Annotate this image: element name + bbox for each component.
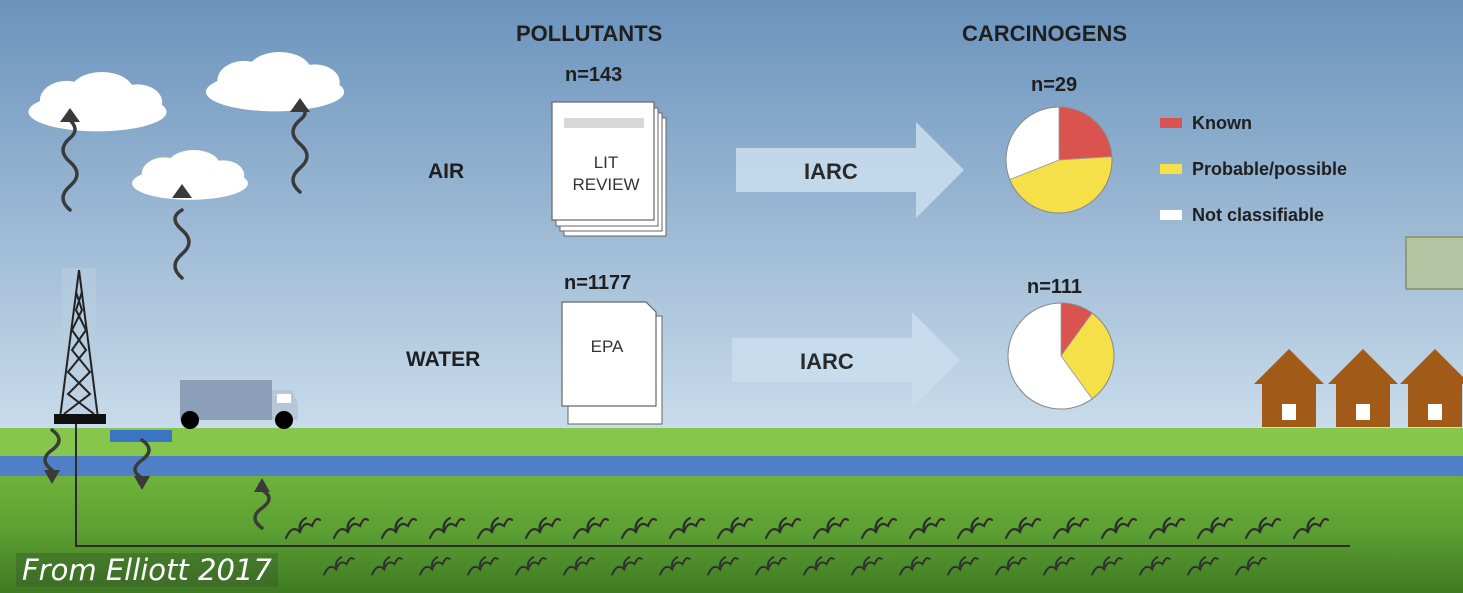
well-pipe (75, 424, 1350, 547)
lit-review-line2: REVIEW (572, 175, 640, 194)
legend-swatch-known (1160, 118, 1182, 128)
lit-review-label: LIT REVIEW (555, 152, 657, 196)
legend-item-known: Known (1160, 100, 1347, 146)
truck (180, 380, 298, 429)
lit-review-document-stack (551, 101, 667, 237)
epa-label: EPA (590, 337, 624, 356)
drilling-rig (54, 268, 106, 424)
air-carcinogen-pie (1005, 106, 1113, 214)
wastewater-pit (110, 430, 172, 442)
water-pollutant-count: n=1177 (564, 272, 632, 294)
grass-strip (0, 428, 1463, 458)
air-pollutant-count: n=143 (565, 64, 623, 86)
legend-swatch-probable (1160, 164, 1182, 174)
legend-label-probable: Probable/possible (1192, 158, 1348, 179)
river (0, 456, 1463, 476)
legend-item-not-classifiable: Not classifiable (1160, 192, 1347, 238)
water-carcinogen-count: n=111 (1027, 276, 1083, 298)
epa-document-stack (561, 301, 663, 425)
legend-item-probable: Probable/possible (1160, 146, 1347, 192)
air-emission-arrows (60, 98, 310, 280)
air-iarc-label: IARC (804, 159, 858, 184)
pie-legend: Known Probable/possible Not classifiable (1160, 100, 1347, 238)
air-label: AIR (428, 160, 465, 183)
lit-review-line1: LIT (593, 153, 619, 172)
legend-swatch-not-classifiable (1160, 210, 1182, 220)
water-iarc-arrow (732, 312, 960, 408)
pie-outline (1005, 106, 1113, 214)
air-iarc-arrow (736, 122, 964, 218)
ground-emission-arrows (43, 428, 271, 530)
legend-label-not-classifiable: Not classifiable (1192, 204, 1325, 225)
water-iarc-label: IARC (800, 349, 854, 374)
carcinogens-header: CARCINOGENS (962, 21, 1128, 46)
pollutants-header: POLLUTANTS (516, 21, 663, 46)
source-credit: From Elliott 2017 (16, 553, 278, 587)
water-label: WATER (406, 348, 481, 371)
pie-outline (1007, 302, 1115, 410)
air-carcinogen-count: n=29 (1031, 74, 1078, 96)
side-box (1405, 236, 1463, 290)
water-carcinogen-pie (1007, 302, 1115, 410)
legend-label-known: Known (1192, 112, 1252, 133)
